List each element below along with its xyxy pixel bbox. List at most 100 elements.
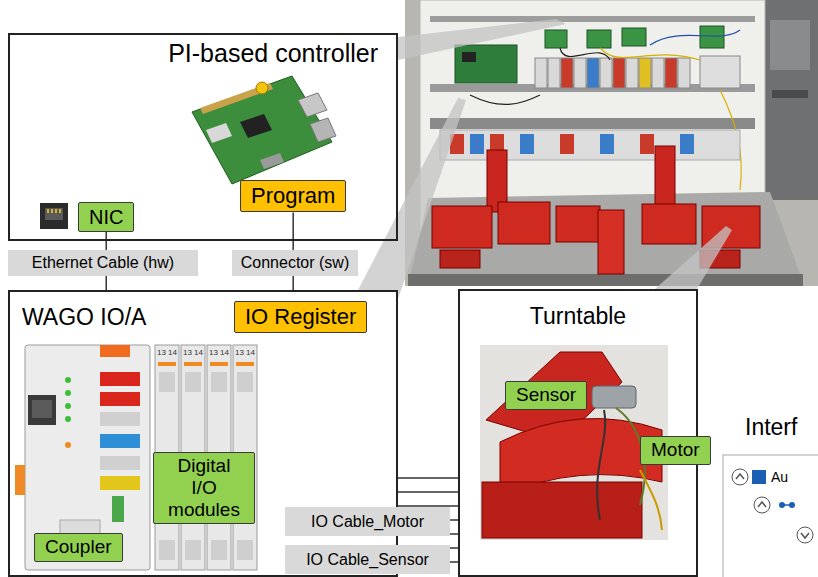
cable-label: IO Cable_Motor (311, 513, 424, 531)
interface-panel-part (732, 469, 748, 485)
io-coupler-part (25, 345, 150, 570)
lab-photo-part (622, 28, 646, 46)
io-coupler-part (65, 442, 71, 448)
interface-panel-part (779, 502, 785, 508)
lab-photo-part (470, 134, 484, 154)
modules-tag: Digital I/O modules (153, 452, 255, 524)
tree-item-box: Au (771, 469, 788, 485)
lab-photo-part (490, 134, 504, 154)
terminal-number: 13 14 (183, 348, 203, 357)
lab-photo-part (680, 134, 694, 154)
lab-photo-part (665, 58, 677, 88)
lab-photo-part (410, 192, 800, 278)
coupler-tag: Coupler (34, 533, 123, 562)
terminal-number-box: 13 14 (209, 348, 229, 357)
raspberry-pi-board-part (298, 93, 327, 117)
lab-photo-part (470, 95, 540, 104)
terminal-number: 13 14 (235, 348, 255, 357)
raspberry-pi-board-part (206, 123, 232, 143)
controller-frame: PI-based controllerNICProgram (8, 33, 398, 241)
lab-photo-part (598, 210, 624, 274)
interface-panel-part (723, 455, 818, 577)
io-module-part (237, 372, 253, 392)
io-coupler-part (112, 496, 124, 522)
raspberry-pi-board-part (192, 76, 332, 184)
interface-panel-part (736, 474, 744, 479)
io-cable-line-part (397, 491, 459, 493)
lab-photo-part (640, 134, 654, 154)
tag-text: Digital I/O modules (164, 455, 244, 521)
terminal-number-box: 13 14 (157, 348, 177, 357)
io-module-part (210, 362, 228, 366)
cable-label: IO Cable_Sensor (306, 551, 429, 569)
interface-panel-part (782, 504, 792, 506)
turntable-photo-part (640, 470, 662, 530)
lab-photo-part (700, 56, 740, 88)
cable-label-text: Ethernet Cable (hw) (32, 254, 174, 272)
io-module-part (184, 362, 202, 366)
nic-tag: NIC (78, 202, 134, 232)
io-coupler-part (15, 465, 25, 495)
lab-photo-part (652, 58, 664, 88)
lab-photo-part (772, 90, 808, 98)
register-tag: IO Register (234, 301, 367, 333)
lab-photo-part (535, 58, 547, 88)
leader-wedge-part (358, 98, 466, 302)
io-module-part (237, 540, 253, 560)
lab-photo-part (405, 0, 818, 286)
lab-photo-part (440, 250, 480, 268)
leader-wedge-part (655, 226, 732, 289)
ethernet-jack-part (51, 209, 53, 213)
leader-wedge-part (398, 19, 566, 60)
lab-photo-part (762, 0, 818, 200)
lab-photo-part (655, 146, 675, 208)
terminal-number-box: 13 14 (235, 348, 255, 357)
tree-item: Au (771, 469, 788, 485)
lab-photo-part (440, 130, 740, 160)
io-module-part (159, 372, 175, 392)
lab-photo-part (432, 206, 492, 248)
lab-photo-part (548, 58, 560, 88)
lab-photo-part (600, 48, 700, 60)
lab-photo-part (520, 134, 534, 154)
io-coupler-part (65, 390, 71, 396)
turntable-photo-part (482, 482, 642, 538)
panel-heading: Interf (745, 414, 797, 441)
io-module-part (185, 540, 201, 560)
lab-photo-part (462, 52, 476, 62)
leader-wedge (358, 19, 732, 302)
lab-photo-part (420, 0, 765, 232)
io-coupler-part (100, 476, 140, 490)
ethernet-jack-part (45, 208, 63, 220)
interface-panel-part (789, 502, 795, 508)
lab-photo-part (450, 134, 464, 154)
lab-photo-part (498, 202, 550, 244)
lab-photo-part (430, 84, 755, 92)
lab-photo-part (430, 16, 755, 22)
lab-photo-part (574, 58, 586, 88)
sensor-tag: Sensor (505, 381, 587, 410)
frame-heading: PI-based controller (10, 35, 396, 68)
cable-label-text: Connector (sw) (241, 254, 349, 272)
io-module-part (159, 540, 175, 560)
ethernet-jack (40, 203, 68, 229)
io-coupler-part (65, 403, 71, 409)
panel-heading-box: Interf (745, 414, 797, 441)
lab-photo-part (587, 58, 599, 88)
io-module-part (211, 372, 227, 392)
turntable-frame: TurntableSensorMotor (458, 289, 698, 577)
lab-photo-part (700, 250, 740, 268)
lab-photo (405, 0, 818, 286)
lab-photo-part (587, 30, 611, 48)
interface-panel-part (801, 533, 809, 538)
lab-photo-part (561, 58, 573, 88)
io-coupler-part (28, 395, 56, 425)
cable-label: Connector (sw) (232, 250, 358, 276)
motor-tag: Motor (640, 436, 711, 465)
interface-panel-part (797, 527, 813, 543)
lab-photo-part (455, 45, 517, 83)
interface-panel (723, 455, 818, 577)
tag-text: NIC (89, 205, 123, 229)
turntable-photo-part (486, 352, 622, 442)
tag-text: Sensor (516, 384, 576, 407)
